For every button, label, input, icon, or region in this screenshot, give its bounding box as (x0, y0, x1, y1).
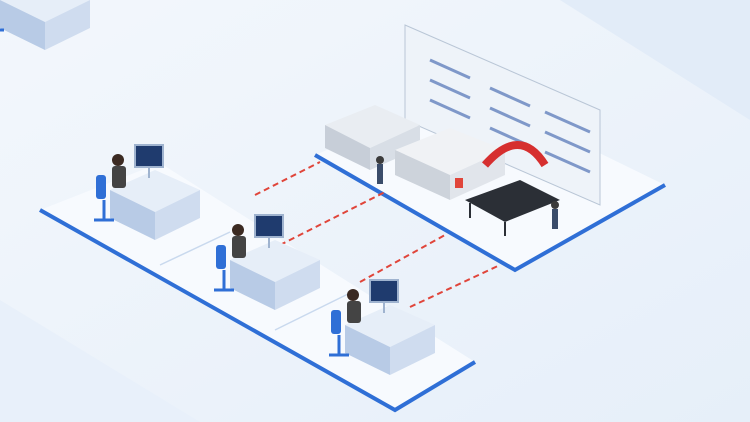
factory-worker (376, 156, 559, 229)
storage-racks (404, 24, 601, 206)
background-shape (0, 300, 200, 422)
cutting-table (465, 141, 560, 236)
workstation (0, 0, 90, 50)
background-shape (560, 0, 750, 120)
connection-lines (254, 161, 501, 308)
